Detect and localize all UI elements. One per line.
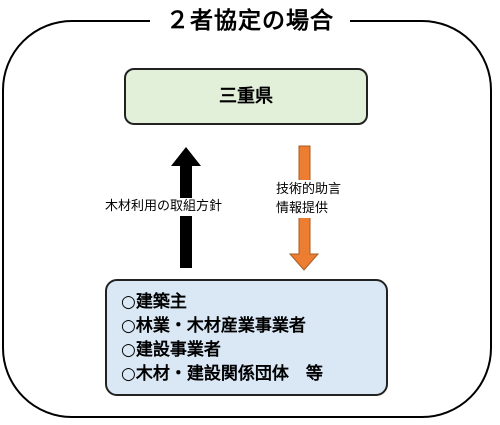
prefecture-box: 三重県 xyxy=(124,68,368,125)
party-item-associations: ○木材・建設関係団体 等 xyxy=(121,364,323,384)
party-item-timber-industry: ○林業・木材産業事業者 xyxy=(121,316,306,336)
upward-label: 木材利用の取組方針 xyxy=(105,198,265,216)
downward-label-line-1: 技術的助言 xyxy=(276,182,342,197)
party-item-construction: ○建設事業者 xyxy=(121,340,221,360)
party-item-client: ○建築主 xyxy=(121,292,187,312)
downward-label-line-2: 情報提供 xyxy=(276,201,329,216)
parties-box: ○建築主 ○林業・木材産業事業者 ○建設事業者 ○木材・建設関係団体 等 xyxy=(105,279,388,396)
downward-label: 技術的助言 情報提供 xyxy=(276,180,356,218)
prefecture-label: 三重県 xyxy=(219,86,273,107)
diagram-title: ２者協定の場合 xyxy=(150,6,350,36)
